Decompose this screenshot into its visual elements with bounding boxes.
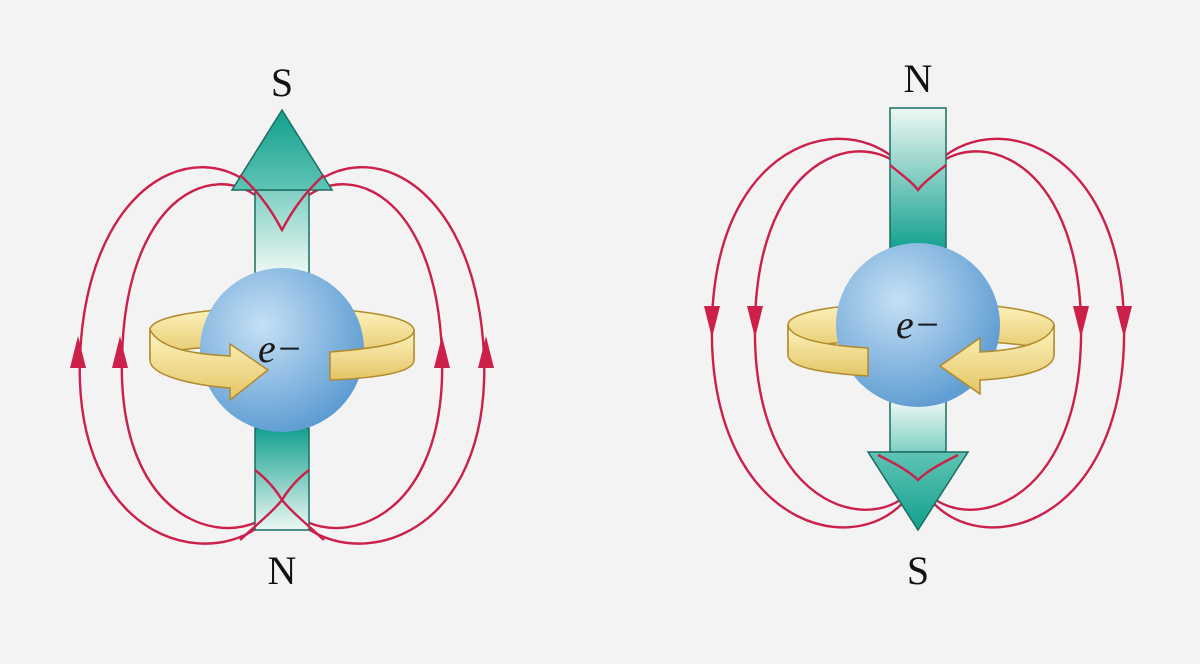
field-arrow-up-icon	[478, 336, 494, 368]
pole-label-top: S	[271, 60, 293, 105]
field-arrow-down-icon	[747, 306, 763, 338]
magnetic-moment-arrow-down	[866, 107, 970, 532]
spin-ring-front-left	[787, 324, 869, 377]
field-lines-overlay-left	[239, 174, 325, 541]
spin-arrow-icon	[149, 327, 270, 402]
field-arrow-down-icon	[1116, 306, 1132, 338]
diagram-spin-up: e− S N	[70, 60, 494, 593]
pole-label-top: N	[904, 56, 933, 101]
field-arrow-down-icon	[704, 306, 720, 338]
field-arrowheads-right	[704, 306, 1132, 338]
spin-arrow-icon	[938, 324, 1055, 396]
arrow-head-icon	[230, 108, 334, 191]
spin-ring-front-right	[329, 329, 415, 381]
field-arrow-up-icon	[434, 336, 450, 368]
field-arrow-up-icon	[112, 336, 128, 368]
particle-label: e−	[258, 326, 303, 371]
arrow-shaft	[889, 399, 947, 453]
pole-label-bottom: N	[268, 548, 297, 593]
arrow-tail	[889, 107, 947, 251]
pole-label-bottom: S	[907, 548, 929, 593]
field-arrow-up-icon	[70, 336, 86, 368]
arrow-head-icon	[866, 451, 970, 532]
diagram-spin-down: e− N S	[704, 56, 1132, 593]
field-arrow-down-icon	[1073, 306, 1089, 338]
field-lines-overlay-right	[877, 164, 959, 482]
field-arrowheads-left	[70, 336, 494, 368]
arrow-tail	[254, 427, 310, 531]
particle-label: e−	[896, 302, 941, 347]
